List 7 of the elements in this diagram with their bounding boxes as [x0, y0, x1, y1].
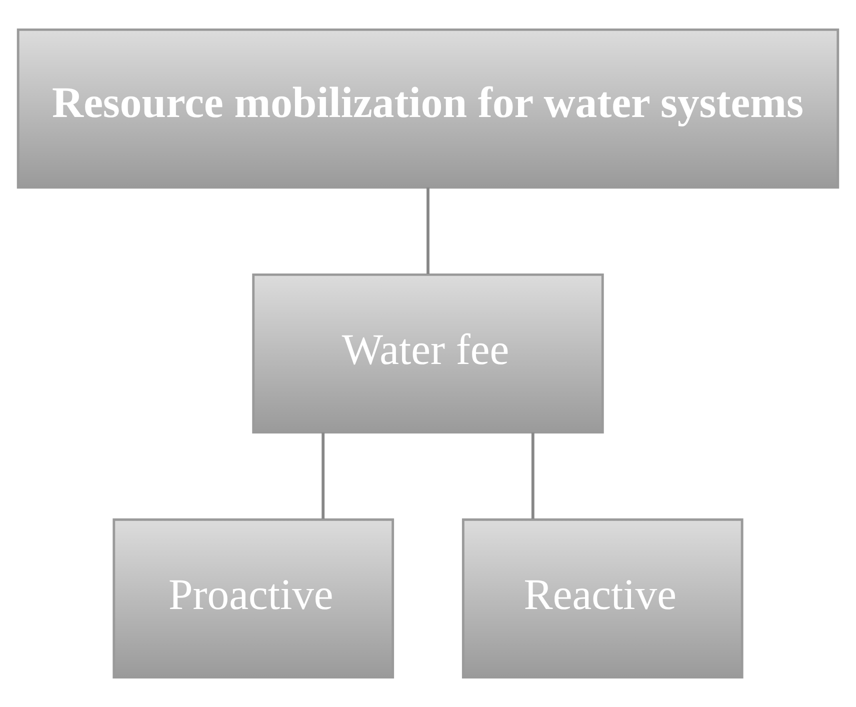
connector [322, 432, 325, 519]
connector [531, 432, 534, 519]
connector [426, 187, 430, 274]
node-box: Proactive [112, 518, 394, 679]
node-box: Reactive [462, 518, 744, 679]
node-box: Water fee [252, 273, 604, 434]
node-box: Resource mobilization for water systems [16, 28, 840, 189]
